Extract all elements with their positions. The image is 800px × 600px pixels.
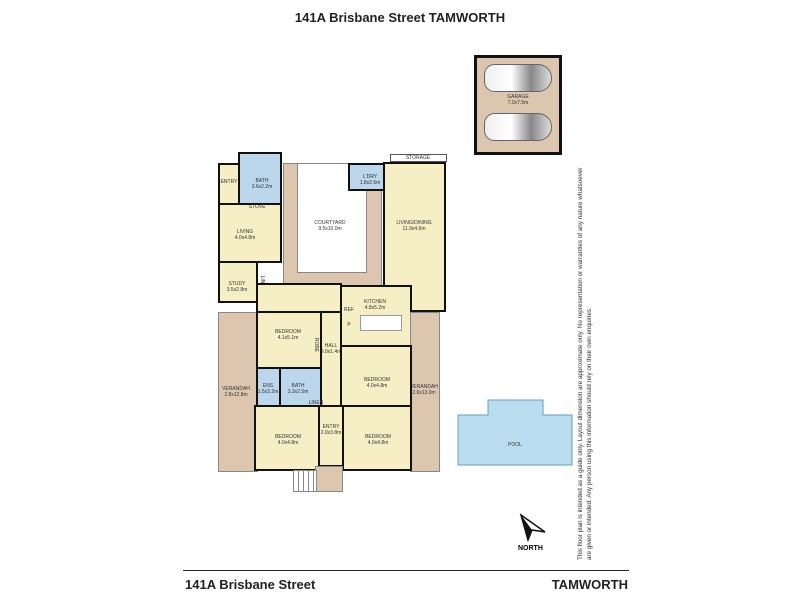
laundry xyxy=(348,163,386,191)
page-title: 141A Brisbane Street TAMWORTH xyxy=(294,10,506,25)
storage xyxy=(390,154,447,162)
storage-label: STORAGE xyxy=(405,155,431,161)
car-icon xyxy=(484,113,552,141)
study xyxy=(218,261,258,303)
car-icon xyxy=(484,64,552,92)
bedroom-4 xyxy=(342,405,412,471)
living xyxy=(218,203,282,263)
bedroom-2 xyxy=(340,345,412,407)
pantry-label: P xyxy=(347,322,351,328)
entry-rear-label: ENTRY xyxy=(220,179,238,185)
north-arrow-icon xyxy=(519,513,546,542)
footer-address: 141A Brisbane Street xyxy=(185,577,316,592)
footer-divider xyxy=(183,570,629,571)
ref-label: REF xyxy=(344,307,354,313)
north-label: NORTH xyxy=(518,545,543,552)
entry-front xyxy=(318,405,344,467)
linen-2-label: LINEN xyxy=(308,400,324,406)
stove-label: STOVE xyxy=(248,204,266,210)
pool xyxy=(457,399,573,466)
pool-label: POOL xyxy=(508,442,522,448)
footer-suburb: TAMWORTH xyxy=(551,577,628,592)
porch xyxy=(315,466,343,492)
passage xyxy=(256,283,342,313)
steps xyxy=(293,470,317,492)
bath xyxy=(279,367,322,407)
hall xyxy=(320,311,342,407)
robe-label: ROBE xyxy=(313,337,319,353)
disclaimer: This floor plan is intended as a guide o… xyxy=(577,167,593,561)
kitchen-island xyxy=(360,315,402,331)
